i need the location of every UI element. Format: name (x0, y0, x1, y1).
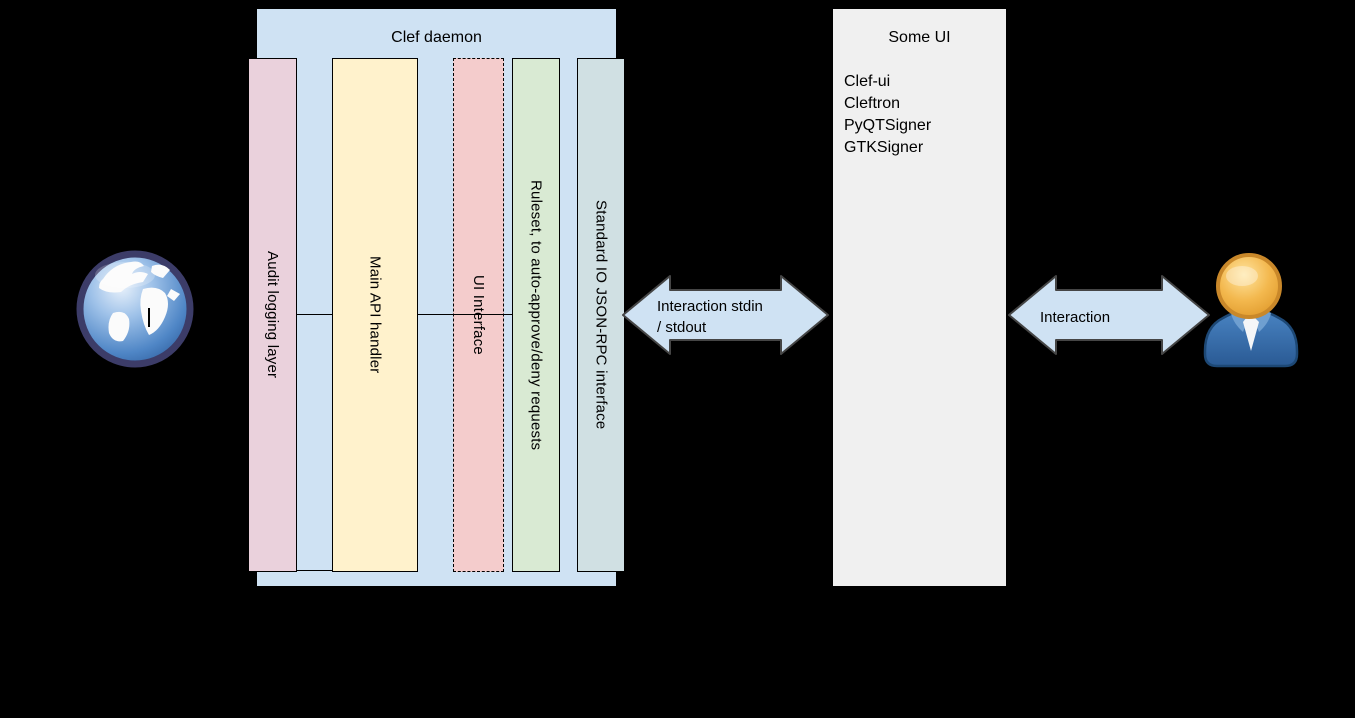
bar-label: Standard IO JSON-RPC interface (592, 200, 610, 430)
arrow-label-line1: Interaction stdin (657, 298, 763, 315)
arrow-interaction (1008, 275, 1210, 355)
list-item: Cleftron (844, 95, 901, 112)
some-ui-box: Some UI Clef-ui Cleftron PyQTSigner GTKS… (832, 8, 1007, 587)
arrow-stdin-stdout (622, 275, 829, 355)
list-item: Clef-ui (844, 73, 891, 90)
arrow-stdin-stdout-label: Interaction stdin / stdout (657, 296, 763, 338)
connector-audit-to-main-bottom (297, 570, 333, 571)
connector-main-to-ruleset (418, 314, 513, 315)
bar-label: Ruleset, to auto-approve/deny requests (527, 179, 545, 451)
bar-label: Main API handler (366, 256, 384, 374)
bar-audit-logging-layer: Audit logging layer (248, 58, 297, 572)
bar-label: Audit logging layer (264, 251, 281, 379)
cursor-artifact (148, 308, 150, 327)
bar-ui-interface: UI Interface (453, 58, 504, 572)
user-icon (1202, 250, 1300, 368)
arrow-interaction-label: Interaction (1040, 309, 1111, 326)
list-item: GTKSigner (844, 139, 924, 156)
some-ui-list: Clef-ui Cleftron PyQTSigner GTKSigner (844, 71, 931, 159)
list-item: PyQTSigner (844, 117, 932, 134)
connector-audit-to-main (297, 314, 333, 315)
some-ui-title: Some UI (888, 29, 951, 46)
globe-icon (73, 247, 197, 371)
bar-ruleset: Ruleset, to auto-approve/deny requests (512, 58, 560, 572)
clef-daemon-title: Clef daemon (391, 29, 482, 46)
bar-label: UI Interface (470, 275, 487, 355)
clef-daemon-box: Clef daemon (256, 8, 617, 587)
bar-main-api-handler: Main API handler (332, 58, 418, 572)
bar-stdio-jsonrpc-interface: Standard IO JSON-RPC interface (577, 58, 625, 572)
arrow-label-line2: / stdout (657, 319, 707, 336)
